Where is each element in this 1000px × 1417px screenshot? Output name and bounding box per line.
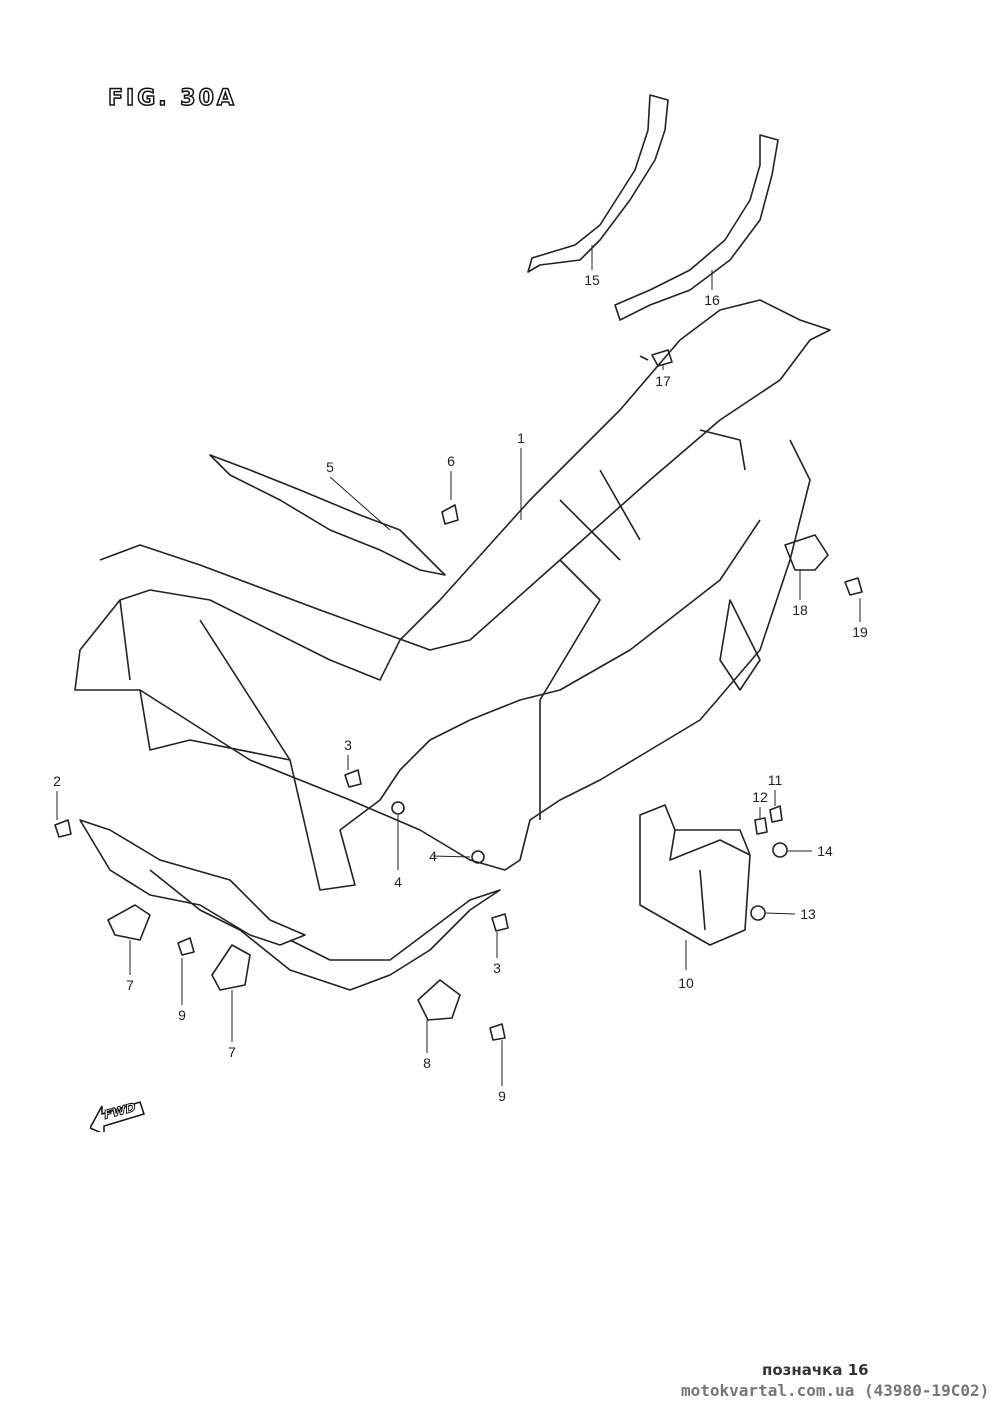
part-19-screw bbox=[844, 577, 863, 596]
part-17-bolt bbox=[639, 349, 673, 367]
forward-arrow-icon bbox=[90, 1101, 145, 1132]
part-8-plate bbox=[417, 979, 461, 1021]
callout-17: 17 bbox=[655, 373, 671, 389]
part-18-clamp bbox=[784, 534, 829, 571]
part-14-cushion bbox=[772, 842, 788, 858]
callout-19: 19 bbox=[852, 624, 868, 640]
callout-13: 13 bbox=[800, 906, 816, 922]
part-10-battery-holder bbox=[639, 804, 751, 946]
callout-4: 4 bbox=[394, 874, 402, 890]
part-9-bolt-2 bbox=[489, 1023, 506, 1041]
callout-2: 2 bbox=[53, 773, 61, 789]
footer-source: motokvartal.com.ua (43980-19C02) bbox=[681, 1381, 990, 1400]
callout-6: 6 bbox=[447, 453, 455, 469]
callout-15: 15 bbox=[584, 272, 600, 288]
part-1-frame bbox=[74, 299, 831, 871]
part-2-bolt bbox=[54, 819, 72, 838]
callout-4: 4 bbox=[429, 848, 437, 864]
callout-5: 5 bbox=[326, 459, 334, 475]
part-3-bolt-2 bbox=[344, 769, 362, 788]
callout-3: 3 bbox=[493, 960, 501, 976]
footer-label: позначка 16 bbox=[762, 1361, 869, 1379]
callout-14: 14 bbox=[817, 843, 833, 859]
part-11-bolt bbox=[769, 805, 783, 823]
callout-16: 16 bbox=[704, 292, 720, 308]
callout-8: 8 bbox=[423, 1055, 431, 1071]
figure-title: FIG. 30A bbox=[107, 85, 237, 112]
part-16-rear-bracket bbox=[614, 134, 779, 321]
part-5-stay bbox=[209, 454, 446, 576]
part-15-rear-bracket bbox=[527, 94, 669, 273]
lower-cradle bbox=[79, 819, 306, 946]
part-4-nut-2 bbox=[471, 850, 485, 864]
part-7-plate-2 bbox=[211, 944, 251, 991]
part-7-plate bbox=[107, 904, 151, 941]
part-9-bolt bbox=[177, 937, 195, 956]
callout-12: 12 bbox=[752, 789, 768, 805]
callout-9: 9 bbox=[498, 1088, 506, 1104]
callout-3: 3 bbox=[344, 737, 352, 753]
callout-9: 9 bbox=[178, 1007, 186, 1023]
part-13-cushion bbox=[750, 905, 766, 921]
part-12-bolt bbox=[754, 817, 768, 835]
callout-10: 10 bbox=[678, 975, 694, 991]
callout-7: 7 bbox=[126, 977, 134, 993]
part-6-bolt bbox=[441, 504, 459, 525]
part-3-bolt bbox=[491, 913, 509, 932]
callout-18: 18 bbox=[792, 602, 808, 618]
part-4-nut bbox=[391, 801, 405, 815]
callout-1: 1 bbox=[517, 430, 525, 446]
callout-11: 11 bbox=[767, 772, 783, 788]
callout-7: 7 bbox=[228, 1044, 236, 1060]
